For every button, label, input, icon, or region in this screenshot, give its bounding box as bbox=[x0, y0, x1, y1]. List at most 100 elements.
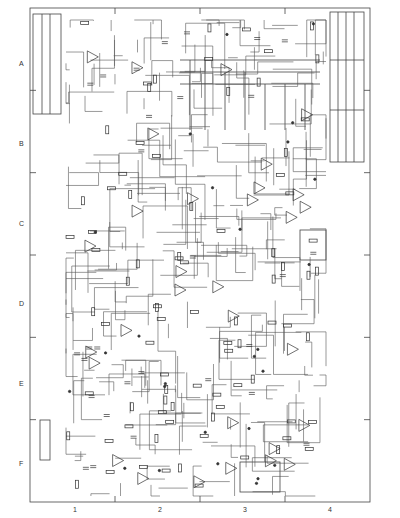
opamp-symbol bbox=[300, 201, 311, 213]
resistor-symbol bbox=[251, 375, 254, 383]
capacitor-symbol bbox=[100, 75, 106, 77]
resistor-symbol bbox=[160, 373, 168, 376]
resistor-symbol bbox=[158, 411, 166, 414]
capacitor-symbol bbox=[90, 466, 96, 468]
zone-ticks bbox=[30, 8, 370, 502]
resistor-symbol bbox=[309, 239, 317, 242]
resistor-symbol bbox=[265, 50, 273, 53]
opamp-symbol bbox=[247, 194, 258, 206]
resistor-symbol bbox=[106, 126, 109, 134]
resistor-symbol bbox=[284, 324, 292, 327]
junction-dot bbox=[226, 33, 228, 35]
junction-dot bbox=[158, 469, 160, 471]
junction-dot bbox=[248, 427, 250, 429]
opamp-symbol bbox=[87, 51, 98, 63]
capacitor-symbol bbox=[280, 275, 286, 277]
zone-marker: D bbox=[18, 300, 25, 308]
resistor-symbol bbox=[193, 384, 201, 387]
resistor-symbol bbox=[129, 190, 132, 198]
capacitor-symbol bbox=[86, 347, 92, 349]
resistor-symbol bbox=[268, 321, 276, 324]
junction-dot bbox=[211, 187, 213, 189]
resistor-symbol bbox=[88, 230, 96, 233]
opamp-symbol bbox=[175, 284, 186, 296]
zone-marker: 4 bbox=[327, 506, 333, 514]
capacitor-symbol bbox=[310, 252, 316, 254]
resistor-symbol bbox=[155, 435, 158, 443]
opamp-symbol bbox=[221, 64, 232, 76]
resistor-symbol bbox=[126, 277, 129, 285]
capacitor-symbol bbox=[282, 40, 288, 42]
opamp-symbol bbox=[265, 455, 276, 467]
zone-marker: 3 bbox=[242, 506, 248, 514]
opamp-symbol bbox=[187, 193, 198, 205]
resistor-symbol bbox=[257, 78, 260, 86]
resistor-symbol bbox=[162, 469, 170, 472]
resistor-symbol bbox=[130, 403, 133, 411]
resistor-symbol bbox=[143, 82, 151, 85]
resistor-symbol bbox=[243, 28, 251, 31]
resistor-symbol bbox=[153, 305, 161, 308]
resistor-symbol bbox=[284, 148, 287, 156]
resistor-symbol bbox=[234, 384, 242, 387]
capacitor-symbol bbox=[94, 347, 100, 349]
opamp-symbol bbox=[113, 455, 124, 467]
junction-dot bbox=[164, 382, 166, 384]
junction-dot bbox=[189, 133, 191, 135]
capacitor-symbol bbox=[138, 372, 144, 374]
junction-dot bbox=[94, 231, 96, 233]
resistor-symbol bbox=[157, 318, 165, 321]
resistor-symbol bbox=[276, 173, 284, 176]
resistor-symbol bbox=[152, 154, 160, 157]
opamp-symbol bbox=[261, 158, 272, 170]
resistor-symbol bbox=[136, 141, 144, 144]
junction-dot bbox=[262, 370, 264, 372]
resistor-symbol bbox=[208, 24, 211, 32]
wire-net bbox=[66, 20, 326, 496]
capacitor-symbol bbox=[205, 379, 211, 381]
capacitor-symbol bbox=[146, 115, 152, 117]
resistor-symbol bbox=[212, 413, 215, 421]
resistor-symbol bbox=[195, 484, 203, 487]
opamp-symbol bbox=[254, 182, 265, 194]
opamp-symbol bbox=[148, 128, 159, 140]
resistor-symbol bbox=[224, 341, 232, 344]
bus-lines bbox=[180, 60, 320, 130]
resistor-symbol bbox=[283, 437, 291, 440]
resistor-symbol bbox=[241, 456, 249, 459]
resistor-symbol bbox=[119, 172, 127, 175]
junction-dot bbox=[291, 122, 293, 124]
opamp-symbol bbox=[226, 462, 237, 474]
revision-table bbox=[33, 14, 61, 114]
resistor-symbol bbox=[92, 248, 100, 251]
component-symbols bbox=[66, 22, 319, 489]
capacitor-symbol bbox=[81, 358, 87, 360]
resistor-symbol bbox=[107, 187, 115, 190]
junction-dot bbox=[239, 228, 241, 230]
resistor-symbol bbox=[75, 480, 78, 488]
opamp-symbol bbox=[132, 205, 143, 217]
resistor-symbol bbox=[66, 236, 74, 239]
capacitor-symbol bbox=[177, 97, 183, 99]
resistor-symbol bbox=[307, 271, 310, 279]
opamp-symbol bbox=[194, 476, 205, 488]
resistor-symbol bbox=[272, 275, 275, 283]
junction-dot bbox=[163, 385, 165, 387]
junction-dot bbox=[308, 263, 310, 265]
junction-dot bbox=[104, 352, 106, 354]
resistor-symbol bbox=[227, 87, 230, 95]
zone-marker: 2 bbox=[157, 506, 163, 514]
junction-dot bbox=[255, 482, 257, 484]
resistor-symbol bbox=[92, 308, 95, 316]
resistor-symbol bbox=[315, 267, 318, 275]
resistor-symbol bbox=[166, 420, 174, 423]
opamp-symbol bbox=[132, 62, 143, 74]
resistor-symbol bbox=[85, 392, 93, 395]
capacitor-symbol bbox=[83, 467, 89, 469]
capacitor-symbol bbox=[131, 436, 137, 438]
zone-marker: 1 bbox=[72, 506, 78, 514]
resistor-symbol bbox=[81, 22, 89, 25]
opamp-symbol bbox=[284, 458, 295, 470]
title-block bbox=[330, 12, 364, 162]
